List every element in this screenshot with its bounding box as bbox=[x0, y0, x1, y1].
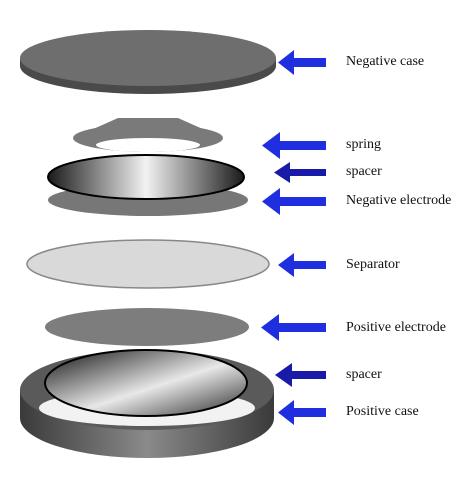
label-spacer-bottom: spacer bbox=[346, 367, 382, 382]
label-negative-case: Negative case bbox=[346, 54, 425, 69]
label-separator: Separator bbox=[346, 257, 400, 272]
arrow-negative-case bbox=[278, 50, 326, 75]
label-spacer-top: spacer bbox=[346, 164, 382, 179]
arrow-spacer-top bbox=[274, 162, 326, 183]
negative-case-part bbox=[20, 30, 276, 94]
bottom-spacer-part bbox=[44, 349, 248, 417]
arrow-positive-case bbox=[278, 400, 326, 425]
separator-part bbox=[26, 239, 270, 289]
arrow-spring bbox=[262, 132, 326, 159]
label-spring: spring bbox=[346, 137, 381, 152]
label-positive-electrode: Positive electrode bbox=[346, 320, 446, 335]
arrow-positive-electrode bbox=[261, 314, 326, 341]
spring-part bbox=[73, 118, 223, 152]
arrow-spacer-bottom bbox=[275, 363, 326, 387]
label-positive-case: Positive case bbox=[346, 404, 419, 419]
label-negative-electrode: Negative electrode bbox=[346, 193, 452, 208]
arrow-negative-electrode bbox=[262, 188, 326, 215]
positive-electrode-part bbox=[45, 308, 249, 346]
top-spacer-part bbox=[47, 154, 245, 200]
arrow-separator bbox=[278, 253, 326, 277]
